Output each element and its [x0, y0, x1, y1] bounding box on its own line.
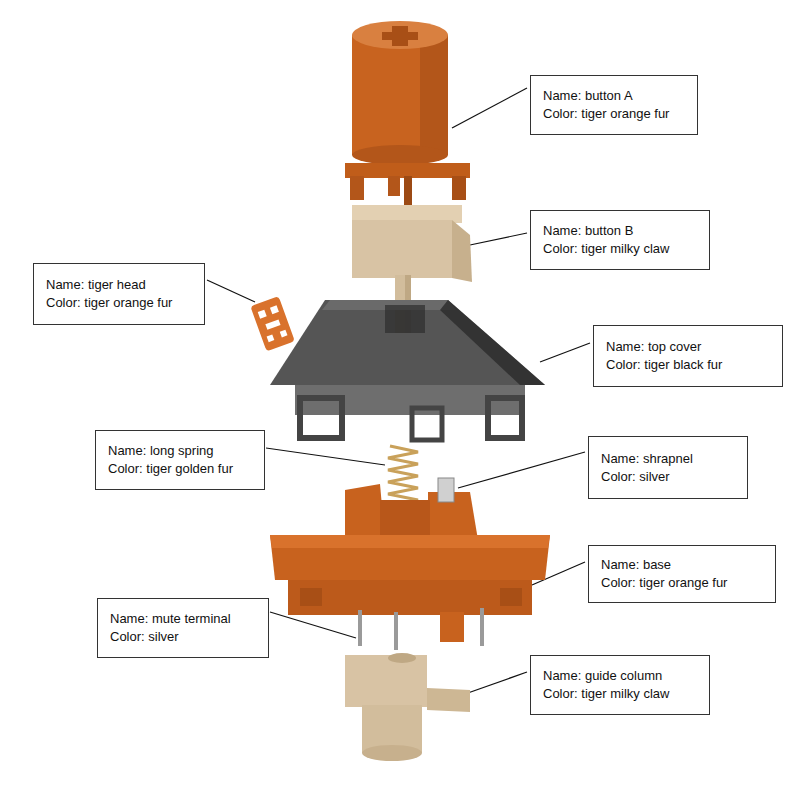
base-part	[270, 478, 550, 642]
callout-box: Name: guide columnColor: tiger milky cla…	[530, 655, 710, 715]
terminal-pins	[360, 608, 482, 650]
callout-text: Name: top cover	[606, 338, 770, 356]
callout-text: Color: silver	[601, 468, 735, 486]
callout-text: Color: tiger black fur	[606, 356, 770, 374]
callout-box: Name: tiger headColor: tiger orange fur	[33, 263, 205, 325]
callout-box: Name: button BColor: tiger milky claw	[530, 210, 710, 270]
callout-text: Name: button A	[543, 87, 685, 105]
callout-box: Name: baseColor: tiger orange fur	[588, 545, 776, 603]
callout-text: Name: button B	[543, 222, 697, 240]
callout-text: Name: tiger head	[46, 276, 192, 294]
guide-column-part	[345, 653, 470, 761]
callout-text: Name: mute terminal	[110, 610, 256, 628]
callout-text: Name: shrapnel	[601, 450, 735, 468]
callout-text: Name: guide column	[543, 667, 697, 685]
callout-text: Name: long spring	[108, 442, 252, 460]
tiger-head-part	[250, 296, 295, 351]
callout-box: Name: shrapnelColor: silver	[588, 436, 748, 499]
callout-text: Color: silver	[110, 628, 256, 646]
callout-text: Color: tiger milky claw	[543, 240, 697, 258]
callout-text: Color: tiger orange fur	[46, 294, 192, 312]
callout-text: Color: tiger golden fur	[108, 460, 252, 478]
callout-text: Name: base	[601, 556, 763, 574]
callout-text: Color: tiger orange fur	[601, 574, 763, 592]
callout-box: Name: mute terminalColor: silver	[97, 598, 269, 658]
callout-box: Name: long springColor: tiger golden fur	[95, 430, 265, 490]
button-a-part	[345, 21, 470, 206]
callout-box: Name: button AColor: tiger orange fur	[530, 75, 698, 135]
callout-text: Color: tiger milky claw	[543, 685, 697, 703]
callout-box: Name: top coverColor: tiger black fur	[593, 325, 783, 387]
top-cover-part	[270, 300, 545, 440]
callout-text: Color: tiger orange fur	[543, 105, 685, 123]
